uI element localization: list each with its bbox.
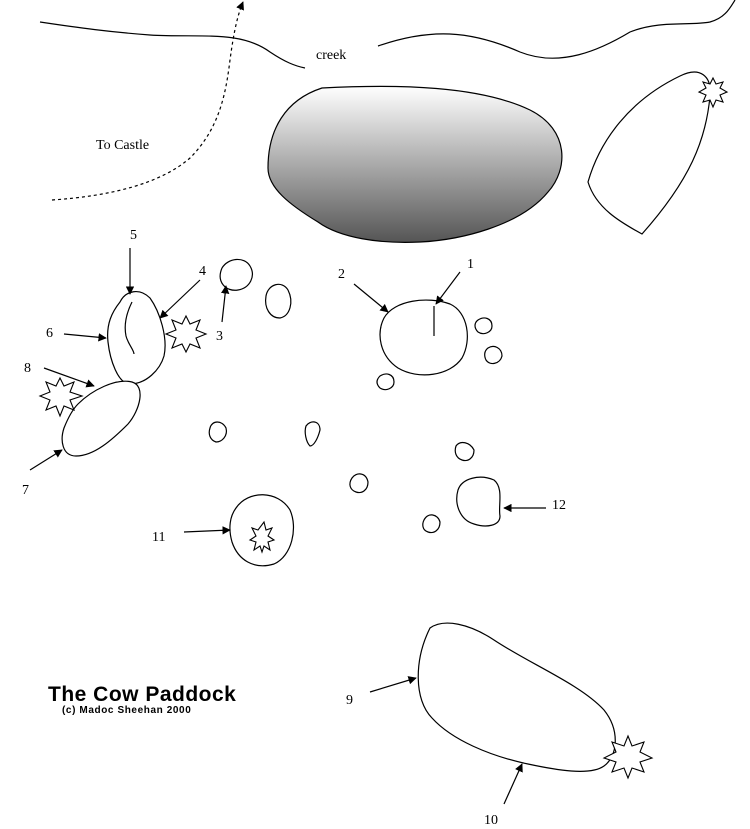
map-credit: (c) Madoc Sheehan 2000 (62, 705, 191, 716)
marker-9: 9 (346, 693, 353, 708)
stone-7-8 (61, 380, 141, 457)
creek-line-west (39, 21, 306, 69)
leaning-stone (587, 71, 711, 235)
marker-12: 12 (552, 498, 566, 513)
path-to-castle-label: To Castle (96, 138, 149, 153)
large-boulder (267, 85, 563, 243)
stone-5-crack (124, 301, 135, 355)
marker-3: 3 (216, 329, 223, 344)
stone-9-10 (417, 622, 616, 772)
starburst-8 (38, 376, 84, 418)
small-stone (422, 514, 441, 534)
small-stone (349, 473, 369, 494)
small-stone (376, 373, 395, 391)
small-stone (265, 283, 292, 319)
starburst-top-right (697, 76, 729, 109)
marker-4: 4 (199, 264, 206, 279)
starburst-11 (248, 520, 276, 554)
creek-label: creek (316, 48, 346, 63)
map-title: The Cow Paddock (48, 683, 236, 706)
marker-2: 2 (338, 267, 345, 282)
small-stone (304, 421, 321, 447)
marker-11: 11 (152, 530, 165, 545)
small-stone (474, 317, 493, 335)
stone-5-6 (107, 291, 166, 385)
stone-12 (456, 476, 501, 527)
small-stone (454, 441, 475, 462)
small-stone (208, 421, 227, 443)
marker-7: 7 (22, 483, 29, 498)
marker-1: 1 (467, 257, 474, 272)
marker-arrows (29, 248, 546, 805)
starburst-10 (602, 734, 654, 780)
path-to-castle (51, 1, 244, 201)
small-stone (484, 345, 503, 365)
creek-line-east (377, 0, 736, 59)
marker-10: 10 (484, 813, 498, 828)
marker-5: 5 (130, 228, 137, 243)
starburst-4 (164, 314, 208, 354)
marker-8: 8 (24, 361, 31, 376)
stone-marker-1-2 (379, 299, 468, 376)
stone-3 (219, 258, 253, 291)
marker-6: 6 (46, 326, 53, 341)
